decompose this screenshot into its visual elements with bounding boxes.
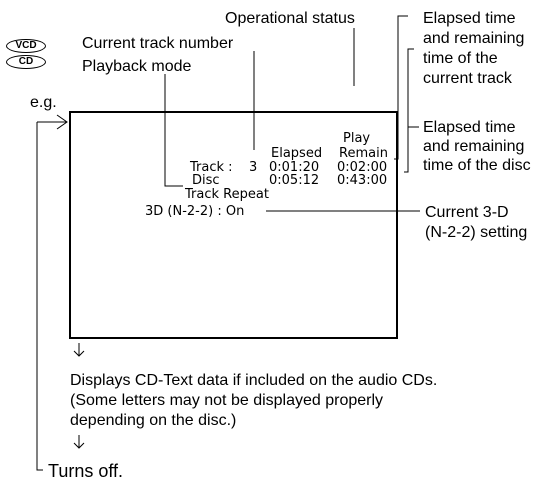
cd-text-note: Displays CD-Text data if included on the…	[70, 371, 437, 431]
osd-track-remain: 0:02:00	[337, 160, 388, 175]
cd-text-note-line-1: Displays CD-Text data if included on the…	[70, 372, 438, 389]
down-arrow-head-1	[73, 350, 85, 357]
leader-disc-times	[404, 48, 414, 173]
cd-text-note-line-2: (Some letters may not be displayed prope…	[70, 392, 384, 409]
osd-status: Play	[343, 131, 371, 146]
osd-col-elapsed: Elapsed	[271, 146, 323, 161]
callout-current-3d-setting: Current 3-D (N-2-2) setting	[425, 203, 527, 243]
osd-track-label: Track :	[190, 160, 233, 175]
loop-back-arrowhead	[56, 114, 68, 130]
loop-back-line	[36, 122, 43, 471]
callout-track-times-line-1: Elapsed time	[423, 10, 516, 27]
callout-elapsed-remaining-track: Elapsed time and remaining time of the c…	[423, 9, 524, 89]
example-label: e.g.	[30, 94, 57, 111]
callout-3d-line-1: Current 3-D	[425, 204, 509, 221]
callout-playback-mode: Playback mode	[82, 58, 192, 75]
callout-track-times-line-3: time of the	[423, 50, 498, 67]
callout-track-times-line-2: and remaining	[423, 30, 525, 47]
callout-disc-times-line-1: Elapsed time	[423, 119, 516, 136]
osd-disc-label: Disc	[192, 173, 220, 188]
osd-disc-remain: 0:43:00	[337, 173, 388, 188]
osd-3d-setting: 3D (N-2-2) : On	[145, 204, 245, 219]
callout-disc-times-line-3: time of the disc	[423, 157, 531, 174]
osd-screen	[69, 111, 398, 339]
vcd-badge: VCD	[6, 39, 46, 53]
callout-3d-line-2: (N-2-2) setting	[425, 224, 528, 241]
callout-track-times-line-4: current track	[423, 70, 512, 87]
callout-disc-times-line-2: and remaining	[423, 138, 525, 155]
osd-col-remain: Remain	[339, 146, 388, 161]
callout-elapsed-remaining-disc: Elapsed time and remaining time of the d…	[423, 118, 531, 175]
osd-disc-elapsed: 0:05:12	[269, 173, 320, 188]
callout-current-track-number: Current track number	[82, 35, 234, 52]
osd-track-number: 3	[249, 160, 258, 175]
cd-text-note-line-3: depending on the disc.)	[70, 412, 237, 429]
cd-badge: CD	[6, 55, 46, 69]
down-arrow-head-2	[73, 442, 85, 449]
turns-off-label: Turns off.	[48, 461, 124, 481]
osd-track-elapsed: 0:01:20	[269, 160, 320, 175]
osd-playback-mode: Track Repeat	[185, 187, 269, 202]
callout-operational-status: Operational status	[225, 10, 355, 27]
